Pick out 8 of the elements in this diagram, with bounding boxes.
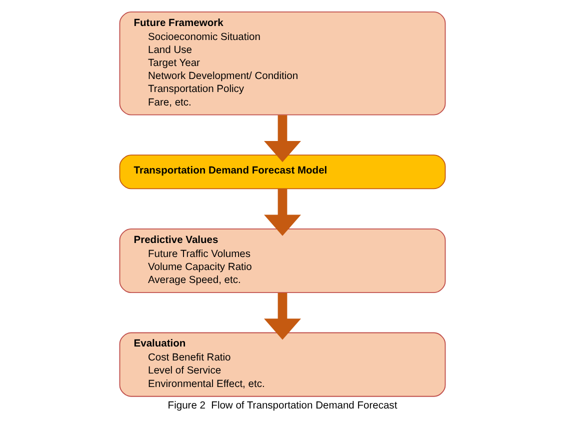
node-box: Transportation Demand Forecast Model: [119, 154, 446, 190]
arrow: [264, 292, 301, 340]
arrow: [264, 188, 301, 236]
arrow: [264, 115, 301, 162]
node-box: Future Framework Socioeconomic Situation Land Use Target Year Network Development/ Condition Transportation Policy Fare, etc.: [119, 11, 446, 116]
node-box: Predictive Values Future Traffic Volumes Volume Capacity Ratio Average Speed, etc.: [119, 228, 446, 293]
node-box: Evaluation Cost Benefit Ratio Level of Service Environmental Effect, etc.: [119, 332, 446, 397]
caption: Figure 2 Flow of Transportation Demand Forecast: [168, 400, 398, 412]
